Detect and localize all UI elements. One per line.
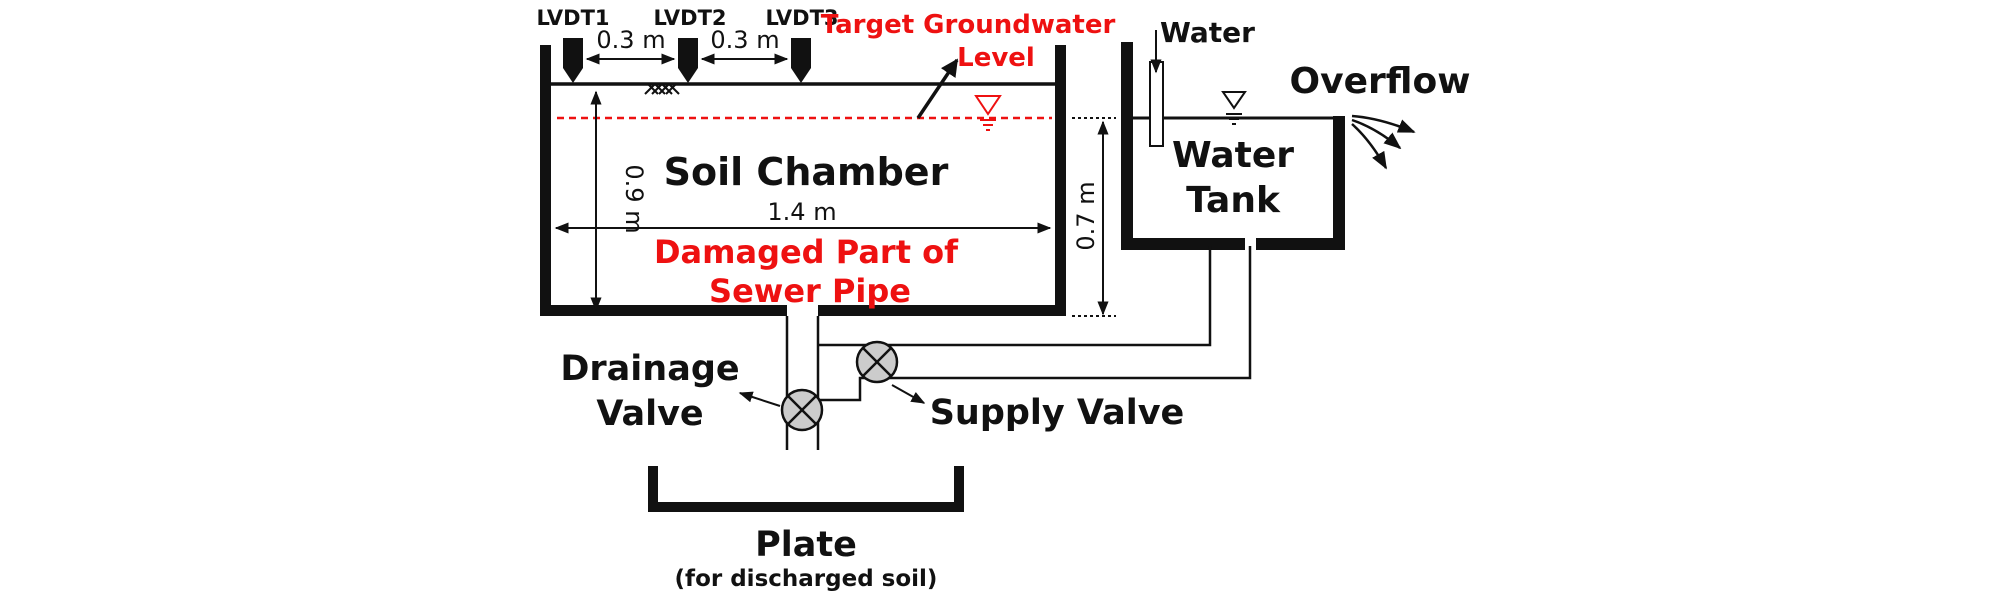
plate-base [648,502,964,512]
drainage-valve-label-line1: Drainage [560,349,739,389]
supply-valve-label: Supply Valve [930,393,1185,433]
tank-floor-right [1256,238,1344,250]
damaged-pipe-label-line2: Sewer Pipe [709,272,911,310]
water-tank-label-line1: Water [1172,135,1294,176]
chamber-left-wall [540,45,551,315]
dimension-lines [554,53,1116,317]
target-groundwater-label-line2: Level [957,43,1035,73]
spacing-2-label: 0.3 m [710,26,779,54]
water-tank [1121,30,1345,250]
lvdt-sensors: LVDT1 LVDT2 LVDT3 [536,6,839,83]
lvdt1-sensor-icon [563,38,583,83]
tank-right-wall [1333,116,1345,250]
discharge-plate [648,466,964,512]
drainage-valve-icon [780,388,824,432]
lvdt3-label: LVDT3 [765,6,838,30]
drainage-valve-label-line2: Valve [596,394,703,434]
supply-valve-icon [855,340,899,384]
water-inlet-label: Water [1160,16,1255,49]
tank-to-chamber-pipe-upper [818,246,1212,347]
damaged-pipe-label-line1: Damaged Part of [654,233,959,271]
lvdt1-label: LVDT1 [536,6,609,30]
red-water-level-icon [974,95,1002,131]
target-groundwater-label-line1: Target Groundwater [821,10,1116,40]
overflow-label: Overflow [1290,61,1471,102]
soil-chamber [540,45,1066,316]
lvdt2-sensor-icon [678,38,698,83]
chamber-floor-left [540,305,787,316]
plate-note: (for discharged soil) [675,566,938,592]
plate-label: Plate [755,525,857,565]
target-level-pointer-arrow [916,58,959,119]
lvdt3-sensor-icon [791,38,811,83]
tank-floor-left [1121,238,1245,250]
water-height-label: 0.7 m [1072,181,1100,250]
chamber-height-label: 0.9 m [620,164,648,233]
water-tank-label-line2: Tank [1186,180,1281,221]
drainage-valve-pointer [738,391,781,407]
plate-right-wall [954,466,964,512]
plate-left-wall [648,466,658,512]
chamber-width-label: 1.4 m [767,198,836,226]
tank-left-wall [1121,42,1133,249]
water-level-icon [1221,91,1247,125]
water-inlet-pipe [1149,61,1164,147]
supply-valve-pointer [891,384,926,404]
overflow-arrows [1351,114,1416,170]
chamber-right-wall [1055,45,1066,315]
spacing-1-label: 0.3 m [596,26,665,54]
soil-chamber-label: Soil Chamber [664,150,949,194]
lvdt2-label: LVDT2 [653,6,726,30]
soil-hatch-icon [644,83,680,95]
chamber-floor-right [818,305,1066,316]
